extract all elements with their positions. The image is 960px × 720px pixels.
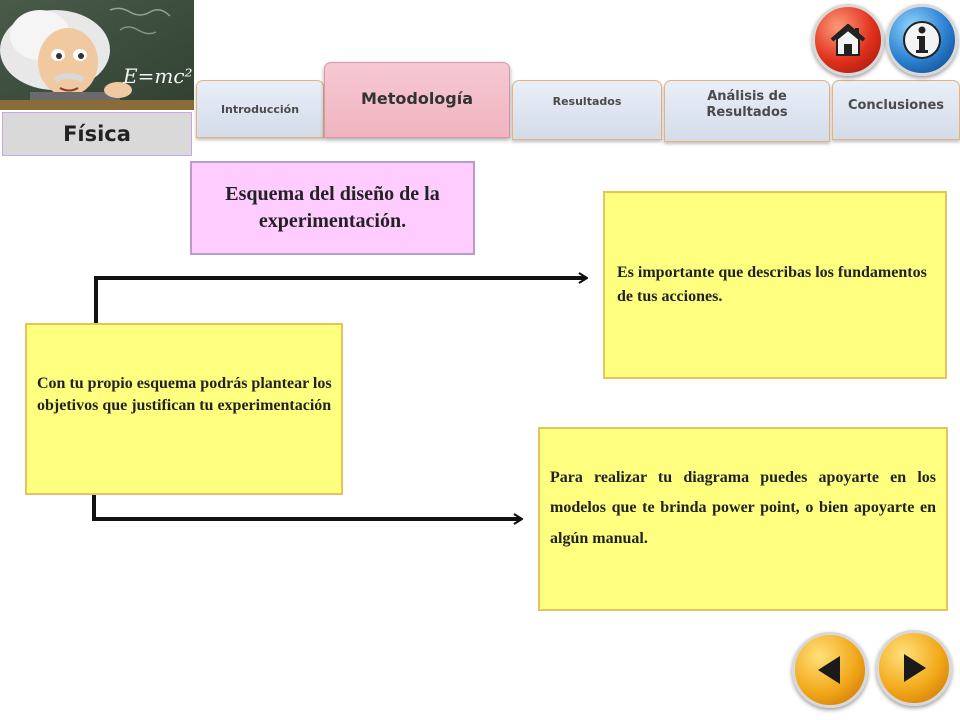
subject-label: Física: [2, 112, 192, 156]
tab-analisis-resultados[interactable]: Análisis de Resultados: [664, 80, 830, 142]
home-icon: [830, 24, 866, 56]
header-image: E=mc²: [0, 0, 194, 110]
tab-conclusiones[interactable]: Conclusiones: [832, 80, 960, 140]
tab-label: Conclusiones: [847, 98, 945, 113]
info-icon: [903, 21, 941, 59]
diagram-tip-note: Para realizar tu diagrama puedes apoyart…: [538, 427, 948, 611]
info-button[interactable]: [886, 4, 958, 76]
tab-label: Análisis de Resultados: [706, 89, 788, 120]
tab-label: Introducción: [220, 102, 300, 116]
tab-resultados[interactable]: Resultados: [512, 80, 662, 140]
previous-button[interactable]: [792, 632, 868, 708]
next-button[interactable]: [876, 630, 952, 706]
tab-label: Resultados: [552, 95, 622, 108]
objectives-note: Con tu propio esquema podrás plantear lo…: [25, 323, 343, 495]
home-button[interactable]: [812, 4, 884, 76]
fundamentals-note: Es importante que describas los fundamen…: [603, 191, 947, 379]
slide-title: Esquema del diseño de la experimentación…: [190, 161, 475, 255]
connector-bottom: [92, 495, 524, 525]
arrow-left-icon: [818, 656, 840, 684]
formula-text: E=mc²: [123, 64, 193, 88]
tab-introduccion[interactable]: Introducción: [196, 80, 324, 138]
connector-top: [94, 272, 589, 323]
tab-label: Metodología: [360, 89, 474, 108]
arrow-right-icon: [904, 654, 926, 682]
tab-metodologia[interactable]: Metodología: [324, 62, 510, 138]
